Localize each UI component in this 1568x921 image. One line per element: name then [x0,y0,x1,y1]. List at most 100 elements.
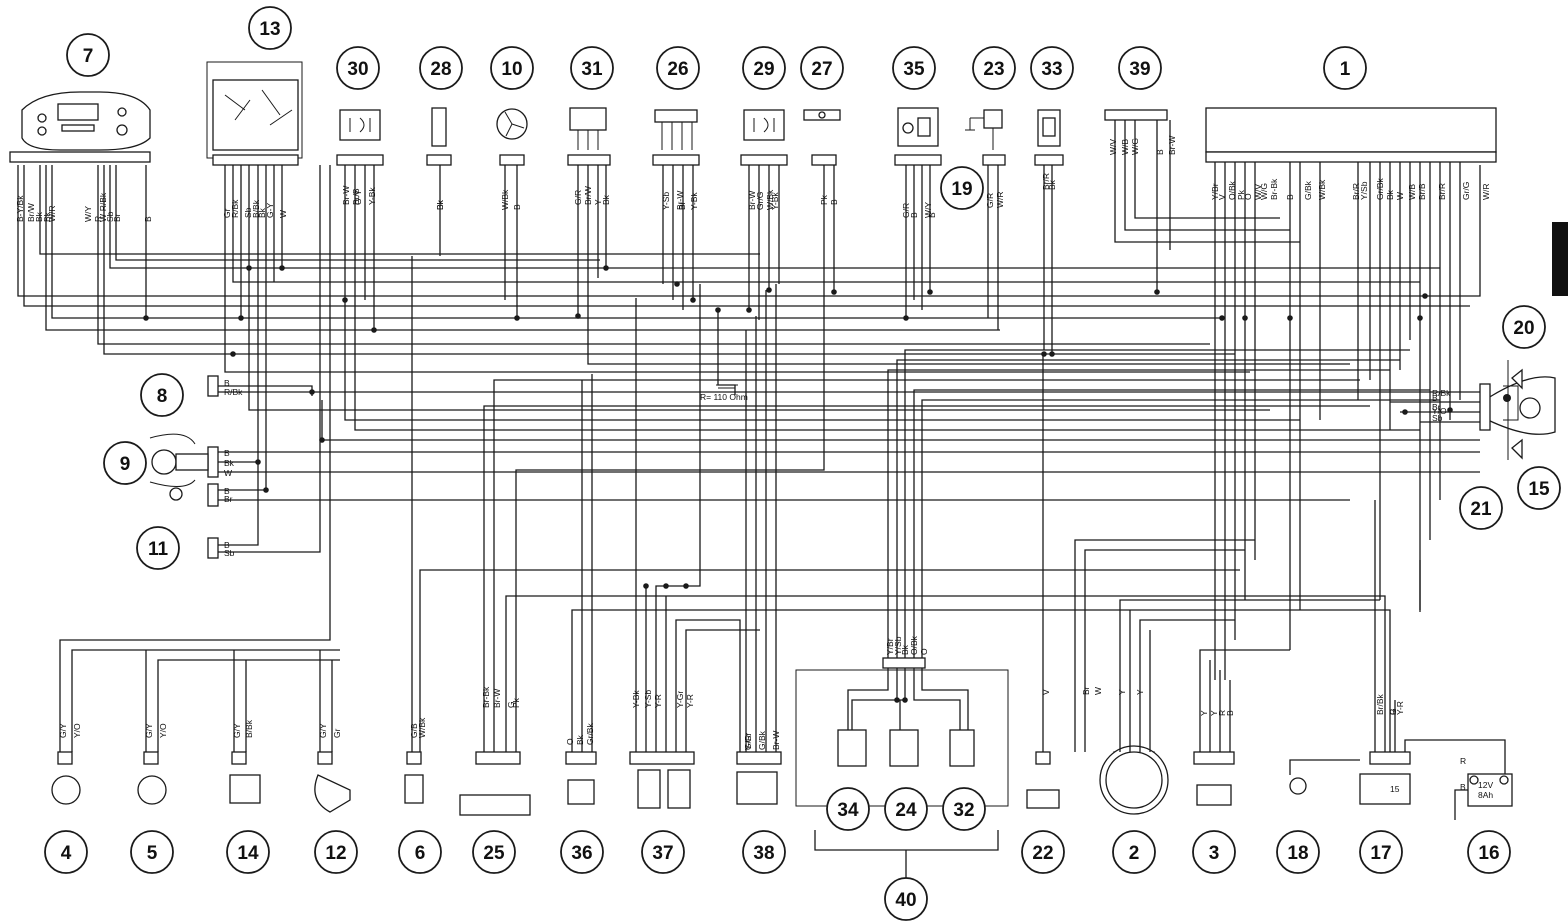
junction-dots [143,265,1511,703]
wire-label: Br-W [747,191,757,210]
wire-label: G/Y [318,723,328,738]
component-27 [803,109,841,166]
wire-label: Sb [224,548,235,558]
wire-label: B [224,486,230,496]
wire-label: Gr/G [755,192,765,210]
callout-number: 26 [667,59,688,80]
wire-label: G [506,701,516,708]
callout-number: 9 [120,454,131,475]
wire-label: O/Bk [909,635,919,655]
wire-label: Bk [601,194,611,205]
callout-32: 32 [942,787,986,831]
wire-label: Y/O [1432,406,1447,416]
callout-circle [1359,830,1403,874]
callout-number: 40 [895,890,916,911]
callout-circle [656,46,700,90]
wire-label: B [927,212,937,218]
wire-label: O [1243,193,1253,200]
callout-circle [103,441,147,485]
wire-label: Y-Bk [770,192,780,210]
callout-1: 1 [1323,46,1367,90]
page-side-tab [1552,222,1568,296]
wire-label: G/B [409,723,419,738]
wire-label: G/R [573,190,583,205]
callout-circle [419,46,463,90]
callout-circle [892,46,936,90]
callout-circle [1517,466,1561,510]
wire-label: Bk [1047,179,1057,190]
wire-label: O [565,738,575,745]
callout-25: 25 [472,830,516,874]
wire-label: B [909,212,919,218]
component-28 [426,107,452,166]
callout-6: 6 [398,830,442,874]
wire-label: W/Y [83,206,93,222]
headlight-assembly [1479,360,1556,460]
callout-circle [742,46,786,90]
wire-label: W/B [1120,139,1130,155]
callout-number: 34 [837,800,859,821]
callout-circle [742,830,786,874]
callout-18: 18 [1276,830,1320,874]
callout-13: 13 [248,6,292,50]
wire-label: Y [1135,689,1145,695]
wire-harness [17,120,1506,880]
wire-label: Y-Bk [367,187,377,205]
wire-label: Br/R [1041,173,1051,190]
component-31 [567,107,611,166]
wire-label: B [1155,149,1165,155]
callout-circle [1323,46,1367,90]
callout-circle [641,830,685,874]
wire-label: Br-W [1167,136,1177,155]
wire-label: Y [593,199,603,205]
cooling-fan [496,108,528,166]
callout-circle [972,46,1016,90]
wire-label: Br-W [771,731,781,750]
callout-number: 29 [753,59,774,80]
callout-14: 14 [226,830,270,874]
wire-label: W/V [1108,139,1118,155]
callout-number: 25 [483,843,505,864]
wire-label: G/R [743,735,753,750]
callout-8: 8 [140,373,184,417]
wire-label: Br [112,213,122,222]
wire-label: Br/W [583,186,593,205]
callout-circle [942,787,986,831]
callout-number: 37 [652,843,673,864]
callout-number: 35 [903,59,925,80]
callout-24: 24 [884,787,928,831]
callout-circle [140,373,184,417]
wire-label: Br/W [26,203,36,222]
wire-label: W/G [1130,138,1140,155]
wire-label: B-Y/Bk [15,195,25,222]
wire-label: R [1460,756,1466,766]
wire-label: O [919,648,929,655]
component-35 [894,107,942,166]
battery-capacity-label: 8Ah [1478,790,1493,800]
wire-label: W/G [1259,183,1269,200]
wire-label: Br-W [492,689,502,708]
callout-circle [1276,830,1320,874]
wire-label: R/Bk [1432,388,1451,398]
wire-label: Bk [34,211,44,222]
wire-label: Br [1432,402,1441,412]
wire-label: G-Y [265,203,275,218]
wire-label: B/Bk [244,719,254,738]
wire-label: Y-Sb [643,690,653,708]
callout-circle [1112,830,1156,874]
wire-label: Y [1209,710,1219,716]
wire-label: Br [1081,686,1091,695]
callout-number: 20 [1513,318,1534,339]
callout-22: 22 [1021,830,1065,874]
wire-label: Br-Bk [1269,178,1279,200]
wire-label: Y-R [653,694,663,708]
callout-33: 33 [1030,46,1074,90]
wire-label: Sb [243,207,253,218]
callout-circle [490,46,534,90]
callout-12: 12 [314,830,358,874]
wire-label: Bk [257,207,267,218]
callout-number: 7 [83,46,94,67]
callout-number: 30 [347,59,368,80]
wire-label: Br/Bk [1375,693,1385,715]
